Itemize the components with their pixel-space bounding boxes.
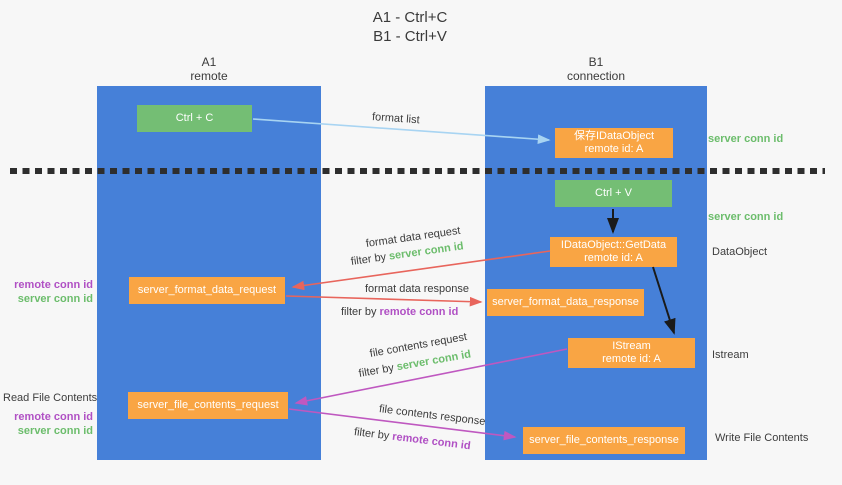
format-list-label: format list [371,111,421,127]
diagram-title-line2: B1 - Ctrl+V [373,28,447,45]
diagram-title-line1: A1 - Ctrl+C [372,9,448,26]
server-format-data-request-label: server_format_data_request [137,284,277,296]
column-b1-subtitle: connection [566,69,626,83]
server-conn-id-right-mid-label: server conn id [708,211,784,223]
column-b1-name: B1 [588,55,604,69]
server-format-data-response-label: server_format_data_response [492,296,639,308]
filter-by-text: filter by [341,306,377,318]
getdata-box: IDataObject::GetData remote id: A [550,237,677,267]
diagram-title: A1 - Ctrl+C B1 - Ctrl+V [0,8,820,46]
remote-conn-id-left-format-label: remote conn id [14,279,93,291]
server-file-contents-request-label: server_file_contents_request [137,399,279,411]
server-conn-id-left-file-label: server conn id [17,425,93,437]
filter-by-text: filter by [357,361,395,380]
section-divider [10,168,825,174]
server-file-contents-response-label: server_file_contents_response [529,434,679,446]
file-contents-response-label: file contents response [378,403,487,429]
remote-conn-id-text: remote conn id [391,430,472,453]
filter-by-text: filter by [350,251,387,268]
istream-line2: remote id: A [602,353,661,365]
filter-by-text: filter by [353,426,390,443]
server-file-contents-request-box: server_file_contents_request [128,392,288,419]
column-a1-name: A1 [201,55,217,69]
ctrl-v-box: Ctrl + V [555,180,672,207]
getdata-line1: IDataObject::GetData [560,239,667,251]
server-format-data-response-box: server_format_data_response [487,289,644,316]
read-file-contents-label: Read File Contents [3,392,98,404]
ctrl-c-box: Ctrl + C [137,105,252,132]
server-file-contents-response-box: server_file_contents_response [523,427,685,454]
saved-idataobject-line2: remote id: A [584,143,644,155]
istream-box: IStream remote id: A [568,338,695,368]
remote-conn-id-text: remote conn id [379,306,459,318]
ctrl-c-label: Ctrl + C [175,112,214,124]
remote-conn-id-left-file-label: remote conn id [14,411,93,423]
format-data-response-label: format data response [365,283,469,295]
getdata-line2: remote id: A [584,252,643,264]
server-conn-id-left-format-label: server conn id [17,293,93,305]
saved-idataobject-line1: 保存IDataObject [573,130,655,142]
write-file-contents-label: Write File Contents [715,432,809,444]
server-conn-id-right-top-label: server conn id [708,133,784,145]
column-b1-header: B1 connection [485,55,707,83]
saved-idataobject-box: 保存IDataObject remote id: A [555,128,673,158]
column-a1-header: A1 remote [97,55,321,83]
ctrl-v-label: Ctrl + V [595,187,632,199]
column-a1-subtitle: remote [190,69,228,83]
dataobject-label: DataObject [712,246,768,258]
istream-side-label: Istream [712,349,749,361]
server-format-data-request-box: server_format_data_request [129,277,285,304]
istream-line1: IStream [612,340,651,352]
